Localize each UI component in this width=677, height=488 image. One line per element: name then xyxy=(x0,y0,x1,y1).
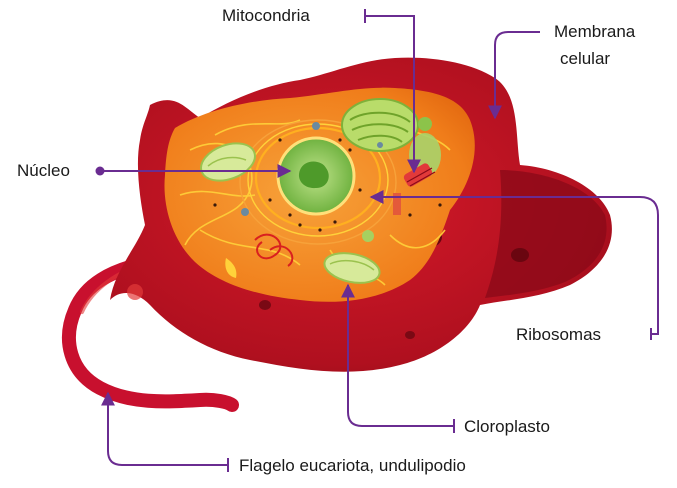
label-nucleo: Núcleo xyxy=(17,160,70,181)
label-membrana-line2: celular xyxy=(560,48,610,69)
nucleo-dot xyxy=(96,167,105,176)
label-membrana-line1: Membrana xyxy=(554,21,635,42)
vesicle-small xyxy=(418,117,432,131)
label-mitocondria: Mitocondria xyxy=(222,5,310,26)
label-flagelo: Flagelo eucariota, undulipodio xyxy=(239,455,466,476)
label-ribosomas: Ribosomas xyxy=(516,324,601,345)
label-cloroplasto: Cloroplasto xyxy=(464,416,550,437)
vesicle-small-2 xyxy=(362,230,374,242)
